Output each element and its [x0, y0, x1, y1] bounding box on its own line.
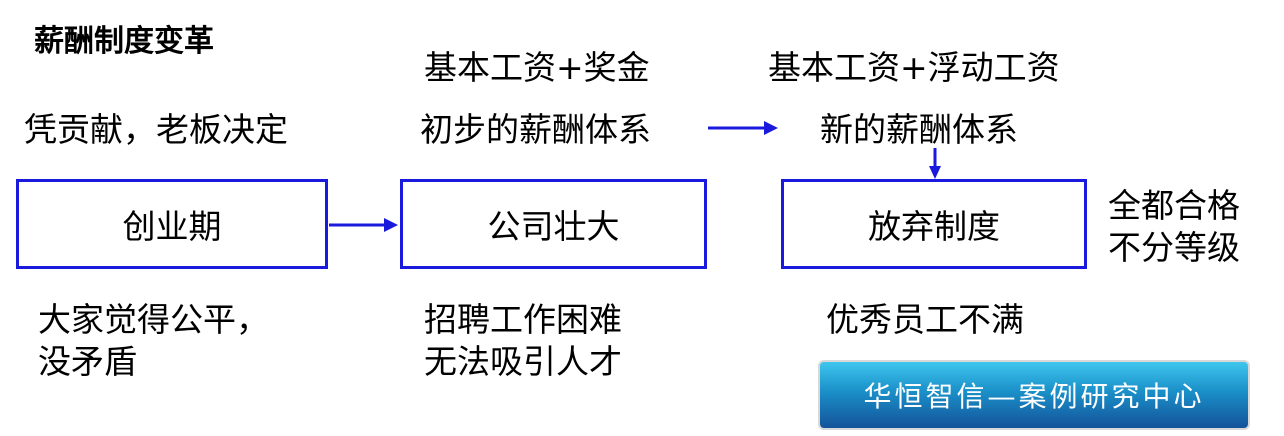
stage3-side-1: 全都合格	[1108, 186, 1240, 225]
badge-text: 华恒智信—案例研究中心	[863, 380, 1205, 413]
stage2-above-top: 基本工资+奖金	[424, 48, 650, 87]
stage2-below-1: 招聘工作困难	[424, 300, 622, 339]
stage3-label: 放弃制度	[868, 207, 1000, 246]
stage2-below-2: 无法吸引人才	[424, 342, 622, 381]
stage3-box: 放弃制度	[781, 179, 1087, 269]
stage3-above: 新的薪酬体系	[820, 110, 1018, 149]
arrow-stage2-to-stage3	[708, 121, 778, 135]
stage1-label: 创业期	[122, 207, 222, 246]
arrow-down-to-stage3	[929, 148, 941, 179]
stage1-below-1: 大家觉得公平，	[38, 300, 269, 339]
arrow-stage1-to-stage2	[329, 218, 398, 232]
stage2-above: 初步的薪酬体系	[420, 110, 651, 149]
page-title: 薪酬制度变革	[34, 24, 214, 59]
stage3-side-2: 不分等级	[1108, 228, 1240, 267]
stage1-below-2: 没矛盾	[38, 342, 137, 381]
stage1-box: 创业期	[16, 179, 328, 269]
stage2-label: 公司壮大	[487, 207, 620, 246]
stage2-box: 公司壮大	[400, 179, 707, 269]
stage3-below: 优秀员工不满	[826, 300, 1024, 339]
stage3-above-top: 基本工资+浮动工资	[768, 48, 1060, 87]
logo-badge: 华恒智信—案例研究中心	[818, 360, 1250, 430]
stage1-above: 凭贡献，老板决定	[24, 110, 288, 149]
